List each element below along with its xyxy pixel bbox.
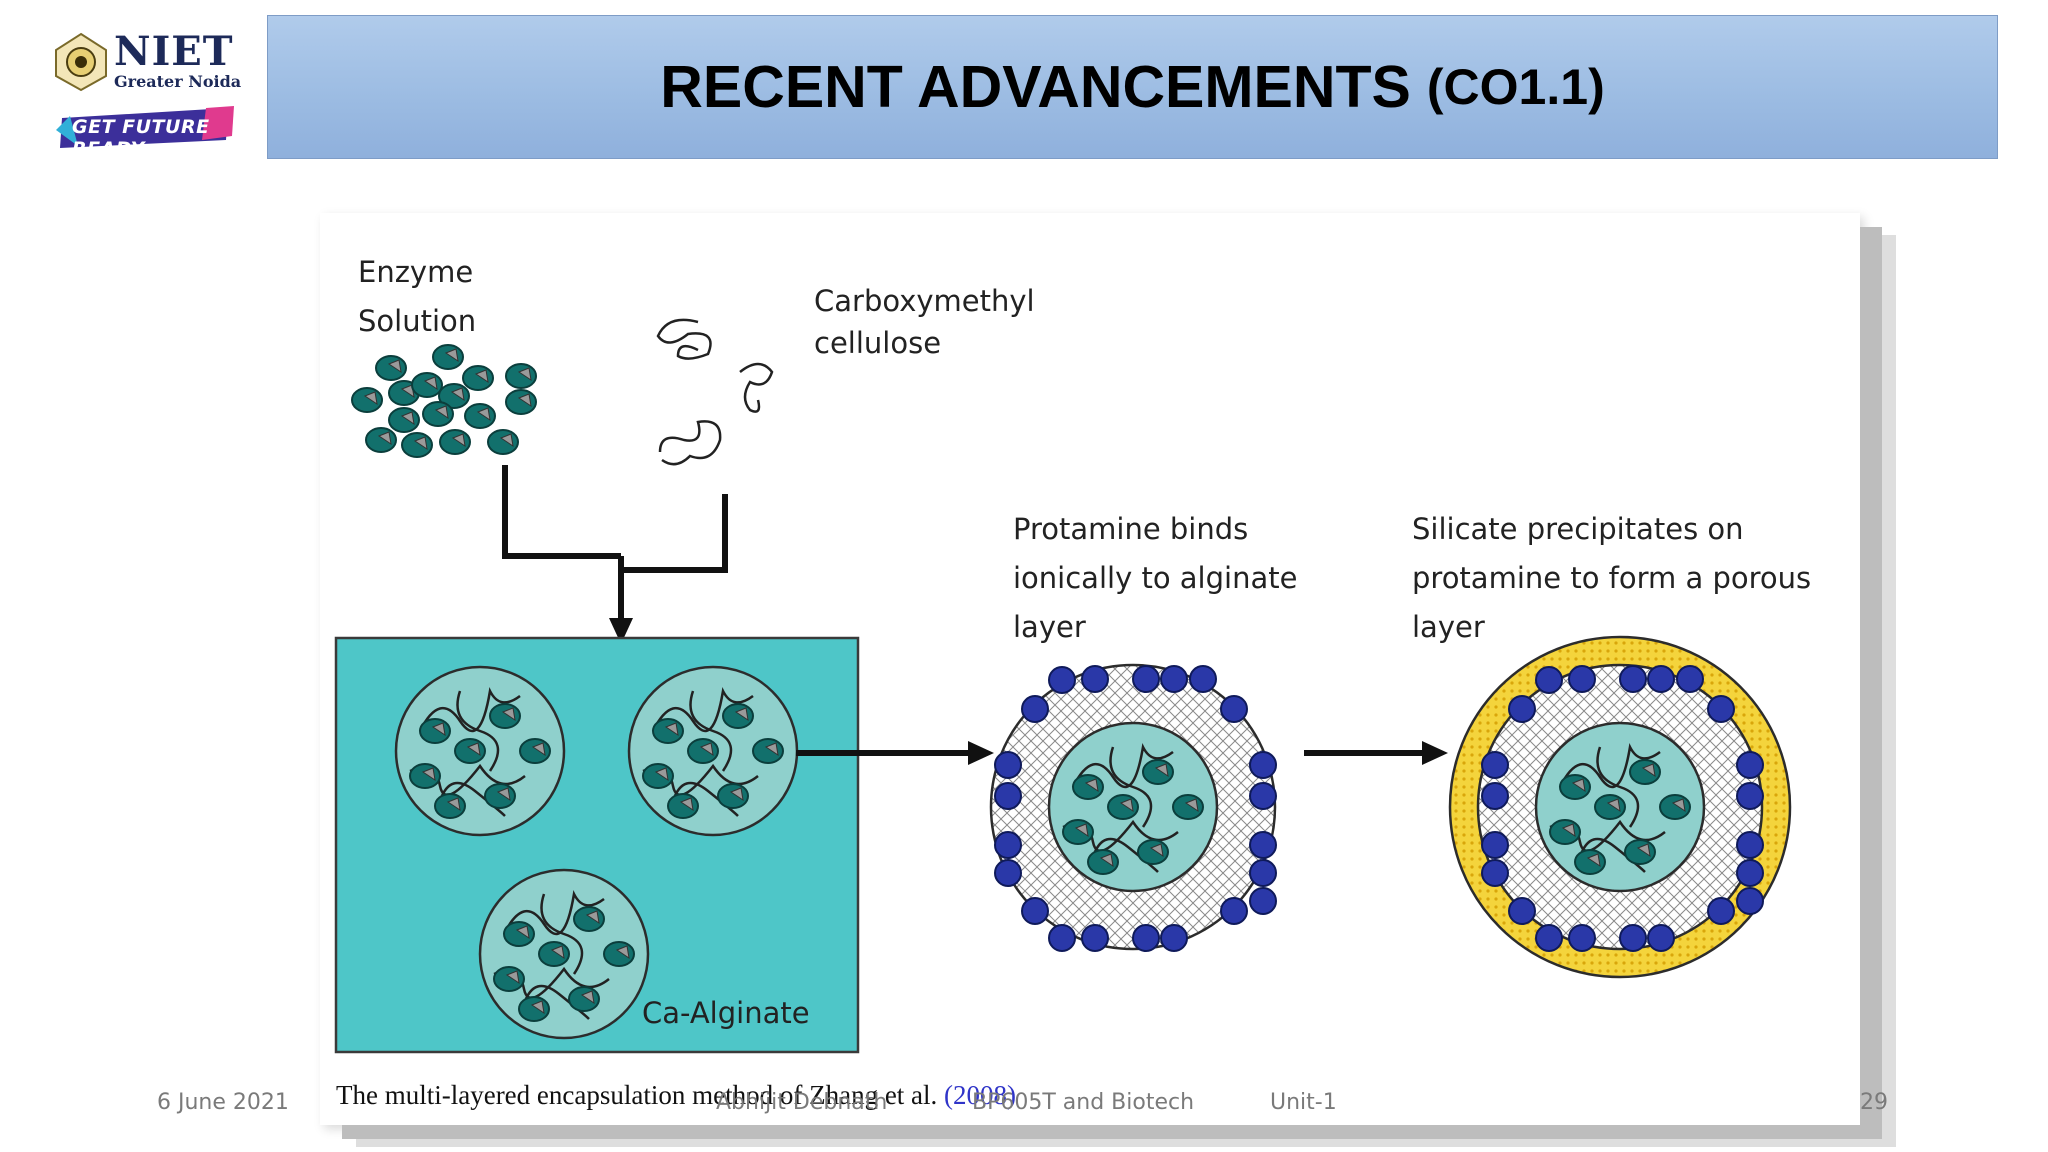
title-bar: RECENT ADVANCEMENTS (CO1.1) xyxy=(267,15,1998,159)
label-silicate-3: layer xyxy=(1412,610,1485,644)
footer-page-number: 29 xyxy=(1860,1090,1888,1115)
footer-unit: Unit-1 xyxy=(1270,1090,1337,1115)
alginate-bead xyxy=(629,667,797,835)
footer-course: BP605T and Biotech xyxy=(972,1090,1195,1115)
caption-year: (2008) xyxy=(944,1080,1017,1110)
label-protamine-2: ionically to alginate xyxy=(1013,561,1298,595)
label-protamine-1: Protamine binds xyxy=(1013,512,1249,546)
niet-logo: NIET Greater Noida GET FUTURE READY xyxy=(52,28,242,160)
silicate-capsule xyxy=(1448,635,1792,979)
label-silicate-2: protamine to form a porous xyxy=(1412,561,1812,595)
logo-sub: Greater Noida xyxy=(114,72,242,91)
figure-caption: The multi-layered encapsulation method o… xyxy=(336,1080,1016,1111)
alginate-bead xyxy=(396,667,564,835)
logo-name: NIET xyxy=(114,28,234,75)
label-enzyme-solution-1: Enzyme xyxy=(358,255,474,289)
protamine-capsule xyxy=(989,663,1277,952)
footer-date: 6 June 2021 xyxy=(157,1090,289,1115)
process-arrow-2-head xyxy=(1422,741,1448,765)
enzyme-cluster xyxy=(351,344,537,458)
alginate-bead xyxy=(480,870,648,1038)
label-enzyme-solution-2: Solution xyxy=(358,304,477,338)
logo-tagline: GET FUTURE READY xyxy=(72,116,210,160)
merge-connector xyxy=(502,465,728,618)
footer-author: Abhijit Debnath xyxy=(716,1090,888,1115)
label-cmc-1: Carboxymethyl xyxy=(814,284,1035,318)
cmc-strands xyxy=(656,318,774,466)
label-cmc-2: cellulose xyxy=(814,326,942,360)
logo-tagline-banner xyxy=(56,106,234,148)
niet-emblem-icon xyxy=(55,32,107,92)
slide-title-code: (CO1.1) xyxy=(1426,59,1605,115)
slide-title: RECENT ADVANCEMENTS xyxy=(660,54,1411,120)
caption-text: The multi-layered encapsulation method o… xyxy=(336,1080,938,1110)
process-arrow-1-head xyxy=(968,741,994,765)
label-protamine-3: layer xyxy=(1013,610,1086,644)
label-silicate-1: Silicate precipitates on xyxy=(1412,512,1744,546)
down-arrow-head xyxy=(609,618,633,644)
label-ca-alginate: Ca-Alginate xyxy=(642,996,810,1030)
